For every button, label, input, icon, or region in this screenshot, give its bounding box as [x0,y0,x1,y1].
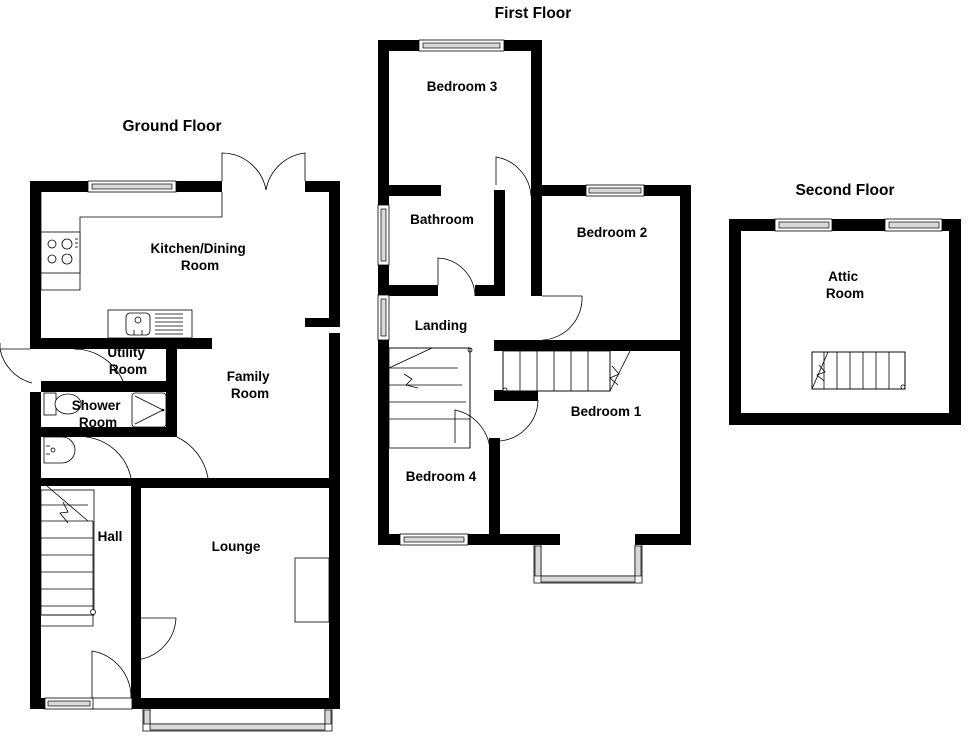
room-label-bedroom-3: Bedroom 3 [427,79,498,94]
staircase-attic-icon [811,351,906,390]
window-hall-front [44,697,94,710]
staircase-up-to-attic-icon [502,350,631,393]
ground-floor-title: Ground Floor [122,118,221,135]
wash-basin-icon [43,436,76,464]
second-floor-group: Second Floor [729,182,961,425]
door-utility-room [73,348,127,391]
staircase-down-landing-icon [388,347,473,449]
door-bedroom1 [499,399,539,442]
window-bedroom4 [399,533,469,546]
room-label-bathroom: Bathroom [410,212,474,227]
window-bedroom2 [585,184,645,197]
door-family-room [176,436,209,479]
french-doors-kitchen [221,152,306,191]
first-floor-title: First Floor [495,5,572,22]
second-floor-title: Second Floor [795,182,894,199]
sink-and-drainer-icon [107,309,193,339]
door-front-entrance [91,650,133,710]
room-label-bedroom-4: Bedroom 4 [406,469,477,484]
door-utility-external [0,343,33,384]
room-label-utility: Utility Room [107,345,148,377]
room-label-attic: Attic Room [826,269,864,301]
first-floor-labels: Bedroom 3 Bathroom Bedroom 2 Landing Bed… [406,79,648,484]
staircase-up-icon [40,485,96,627]
toilet-icon [43,392,82,416]
window-bedroom3 [418,39,505,52]
window-attic-left [774,218,833,232]
window-kitchen-rear [87,180,177,193]
room-label-shower: Shower Room [72,398,125,430]
window-bathroom [377,204,390,266]
door-shower-room [85,436,132,479]
room-label-hall: Hall [98,529,123,544]
hob-cooker-icon [40,231,81,274]
ground-floor-group: Ground Floor [0,118,340,732]
window-landing [377,294,390,341]
door-bathroom [437,257,476,297]
first-floor-group: First Floor [377,5,691,584]
door-lounge [131,617,177,661]
shower-cubicle-icon [131,392,167,428]
door-bedroom2 [542,295,583,341]
second-floor-labels: Attic Room [826,269,864,301]
door-bedroom3 [495,156,532,197]
window-attic-right [884,218,943,232]
room-label-bedroom-1: Bedroom 1 [571,404,642,419]
radiator-icon [294,557,330,623]
room-label-bedroom-2: Bedroom 2 [577,225,648,240]
second-floor-walls [729,219,961,425]
room-label-kitchen-dining: Kitchen/Dining Room [150,241,249,273]
bay-window-lounge [142,709,333,732]
ground-floor-labels: Kitchen/Dining Room Utility Room Shower … [72,241,274,554]
room-label-landing: Landing [415,318,468,333]
door-bedroom4 [454,409,491,456]
room-label-lounge: Lounge [212,539,261,554]
bay-window-bedroom1 [533,545,643,584]
room-label-family: Family Room [227,369,274,401]
